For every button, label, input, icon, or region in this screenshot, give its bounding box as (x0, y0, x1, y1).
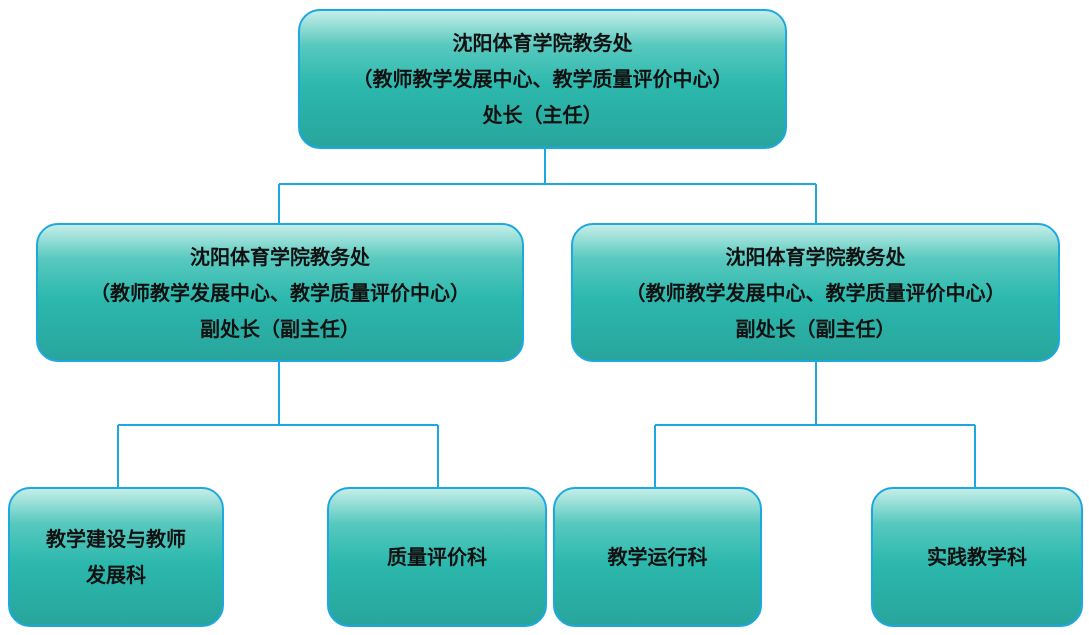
node-deputy-left: 沈阳体育学院教务处 （教师教学发展中心、教学质量评价中心） 副处长（副主任） (36, 223, 524, 362)
connector-right (654, 361, 976, 487)
node-teaching-construction: 教学建设与教师 发展科 (8, 487, 224, 627)
node-role: 处长（主任） (482, 103, 603, 127)
node-teaching-operation: 教学运行科 (553, 487, 762, 627)
node-role: 副处长（副主任） (200, 316, 360, 341)
connector-left (117, 361, 439, 487)
node-subtitle: （教师教学发展中心、教学质量评价中心） (625, 280, 1006, 305)
node-title: 沈阳体育学院教务处 (190, 244, 370, 269)
node-director: 沈阳体育学院教务处 （教师教学发展中心、教学质量评价中心） 处长（主任） (298, 9, 787, 149)
node-label: 质量评价科 (387, 545, 487, 569)
node-subtitle: （教师教学发展中心、教学质量评价中心） (90, 280, 470, 305)
node-label: 教学运行科 (607, 545, 708, 569)
node-label: 发展科 (86, 563, 146, 587)
node-label: 教学建设与教师 (46, 527, 186, 551)
node-deputy-right: 沈阳体育学院教务处 （教师教学发展中心、教学质量评价中心） 副处长（副主任） (571, 223, 1060, 362)
node-label: 实践教学科 (927, 545, 1027, 569)
node-subtitle: （教师教学发展中心、教学质量评价中心） (352, 67, 733, 91)
node-practice-teaching: 实践教学科 (871, 487, 1083, 627)
node-title: 沈阳体育学院教务处 (725, 244, 906, 269)
node-quality-evaluation: 质量评价科 (327, 487, 547, 627)
node-title: 沈阳体育学院教务处 (452, 31, 633, 55)
node-role: 副处长（副主任） (735, 316, 896, 341)
connector-top (278, 148, 817, 223)
